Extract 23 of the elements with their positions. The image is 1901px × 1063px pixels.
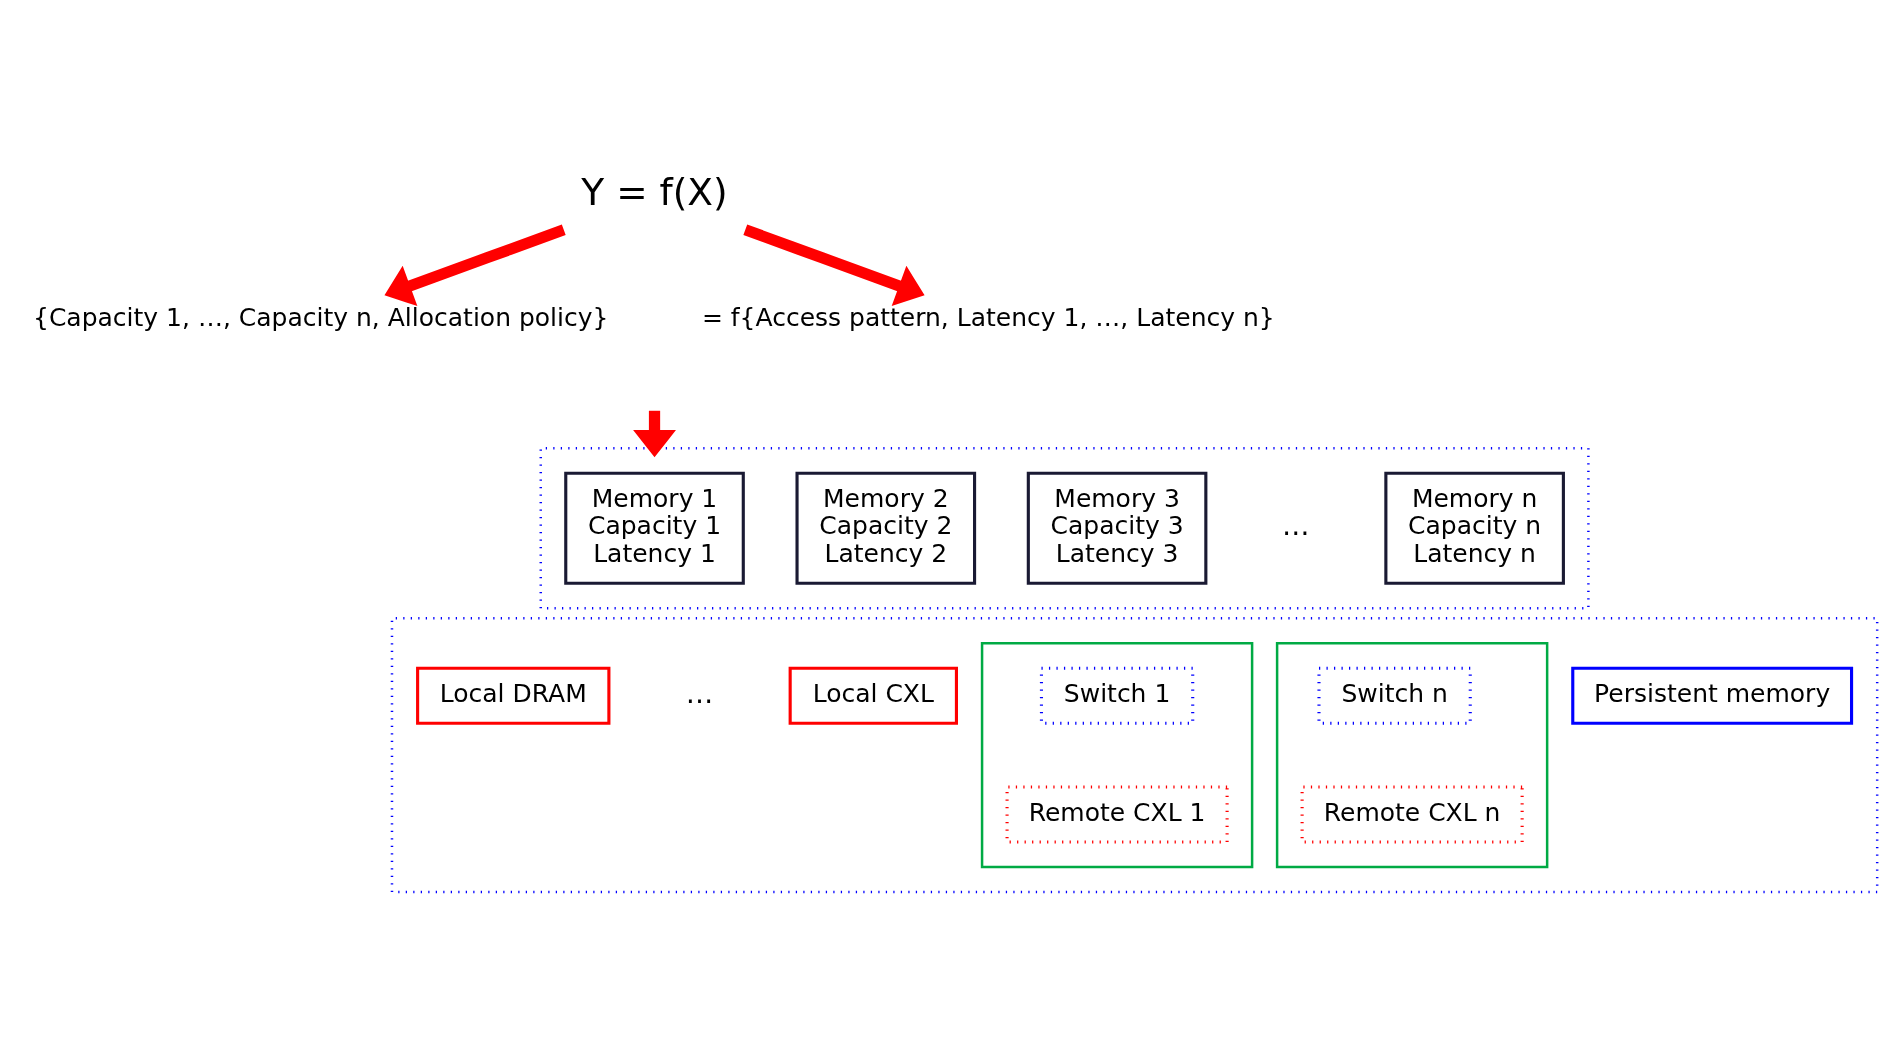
cluster: [980, 641, 1254, 869]
node-box: Local DRAM: [416, 666, 611, 725]
cluster: [390, 616, 1879, 894]
node-box: Remote CXL n: [1300, 785, 1524, 844]
arrow: [633, 410, 676, 458]
node-box: Remote CXL 1: [1005, 785, 1229, 844]
arrow: [743, 224, 925, 307]
cluster: [539, 446, 1590, 610]
node-box: Memory 2 Capacity 2 Latency 2: [795, 471, 977, 585]
node-box: Memory 1 Capacity 1 Latency 1: [564, 471, 745, 585]
node-box: Memory n Capacity n Latency n: [1384, 471, 1565, 585]
cluster: [1275, 641, 1549, 869]
node-box: Memory 3 Capacity 3 Latency 3: [1026, 471, 1208, 585]
node-text: Y = f(X): [581, 169, 728, 214]
label: …: [685, 676, 714, 709]
node-box: Persistent memory: [1571, 666, 1854, 725]
node-text: = f{Access pattern, Latency 1, …, Latency n}: [701, 303, 1275, 333]
label: …: [1282, 509, 1310, 542]
node-box: Switch n: [1317, 666, 1472, 725]
arrow: [384, 224, 566, 307]
node-box: Local CXL: [788, 666, 958, 725]
node-text: {Capacity 1, …, Capacity n, Allocation policy}: [33, 303, 609, 333]
node-box: Switch 1: [1039, 666, 1195, 725]
